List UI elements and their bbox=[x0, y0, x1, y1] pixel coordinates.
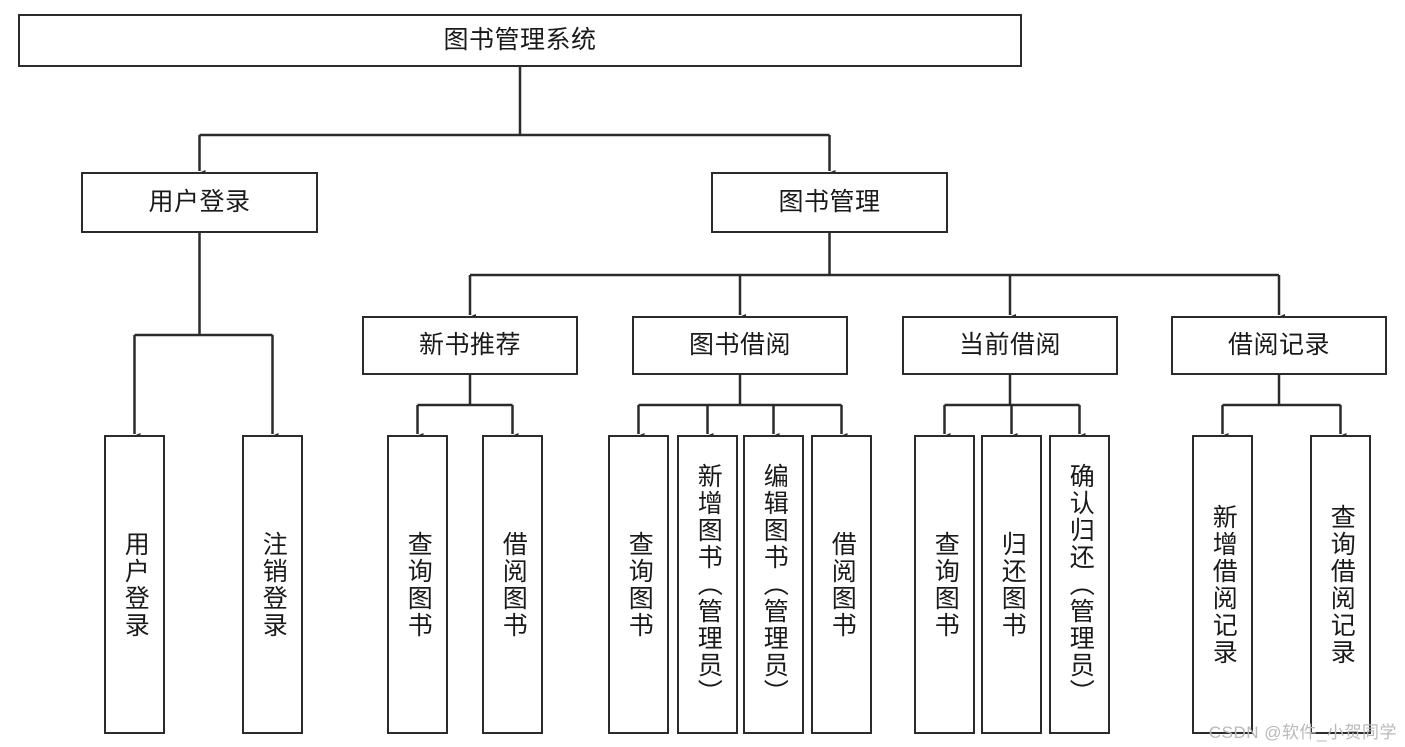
node-label: 用户登录 bbox=[148, 187, 251, 216]
node-label: 当前借阅 bbox=[958, 330, 1061, 359]
level3-node-book-borrow[interactable]: 图书借阅 bbox=[632, 316, 848, 375]
node-label: 注销登录 bbox=[259, 530, 288, 639]
leaf-node-leaf-logout[interactable]: 注销登录 bbox=[242, 435, 303, 734]
node-label: 借阅图书 bbox=[499, 530, 528, 639]
node-label: 借阅图书 bbox=[828, 530, 857, 639]
node-label: 编辑图书（管理员） bbox=[760, 463, 789, 706]
leaf-node-leaf-add-record[interactable]: 新增借阅记录 bbox=[1192, 435, 1253, 734]
level3-node-current-borrow[interactable]: 当前借阅 bbox=[902, 316, 1118, 375]
node-label: 查询图书 bbox=[931, 530, 960, 639]
leaf-node-leaf-query-book-3[interactable]: 查询图书 bbox=[914, 435, 975, 734]
node-label: 查询图书 bbox=[404, 530, 433, 639]
node-label: 新书推荐 bbox=[418, 330, 521, 359]
node-label: 用户登录 bbox=[121, 530, 150, 639]
leaf-node-leaf-return-book[interactable]: 归还图书 bbox=[981, 435, 1042, 734]
leaf-node-leaf-user-login[interactable]: 用户登录 bbox=[104, 435, 165, 734]
node-label: 新增借阅记录 bbox=[1209, 503, 1238, 666]
csdn-watermark: CSDN @软件_小贺同学 bbox=[1208, 723, 1397, 742]
root-node[interactable]: 图书管理系统 bbox=[18, 14, 1022, 67]
leaf-node-leaf-query-book-2[interactable]: 查询图书 bbox=[608, 435, 669, 734]
leaf-node-leaf-query-record[interactable]: 查询借阅记录 bbox=[1310, 435, 1371, 734]
level2-node-book-manage[interactable]: 图书管理 bbox=[711, 172, 948, 233]
node-label: 查询借阅记录 bbox=[1327, 503, 1356, 666]
node-label: 查询图书 bbox=[625, 530, 654, 639]
node-label: 借阅记录 bbox=[1227, 330, 1330, 359]
leaf-node-leaf-edit-book[interactable]: 编辑图书（管理员） bbox=[743, 435, 804, 734]
level3-node-borrow-record[interactable]: 借阅记录 bbox=[1171, 316, 1387, 375]
node-label: 图书借阅 bbox=[688, 330, 791, 359]
leaf-node-leaf-borrow-book-1[interactable]: 借阅图书 bbox=[482, 435, 543, 734]
node-label: 新增图书（管理员） bbox=[694, 463, 723, 706]
node-label: 确认归还（管理员） bbox=[1066, 463, 1095, 706]
level2-node-user-login[interactable]: 用户登录 bbox=[81, 172, 318, 233]
leaf-node-leaf-confirm-return[interactable]: 确认归还（管理员） bbox=[1049, 435, 1110, 734]
level3-node-new-book-rec[interactable]: 新书推荐 bbox=[362, 316, 578, 375]
leaf-node-leaf-query-book-1[interactable]: 查询图书 bbox=[387, 435, 448, 734]
node-label: 图书管理系统 bbox=[443, 25, 597, 54]
leaf-node-leaf-borrow-book-2[interactable]: 借阅图书 bbox=[811, 435, 872, 734]
leaf-node-leaf-add-book[interactable]: 新增图书（管理员） bbox=[677, 435, 738, 734]
node-label: 归还图书 bbox=[998, 530, 1027, 639]
node-label: 图书管理 bbox=[778, 187, 881, 216]
